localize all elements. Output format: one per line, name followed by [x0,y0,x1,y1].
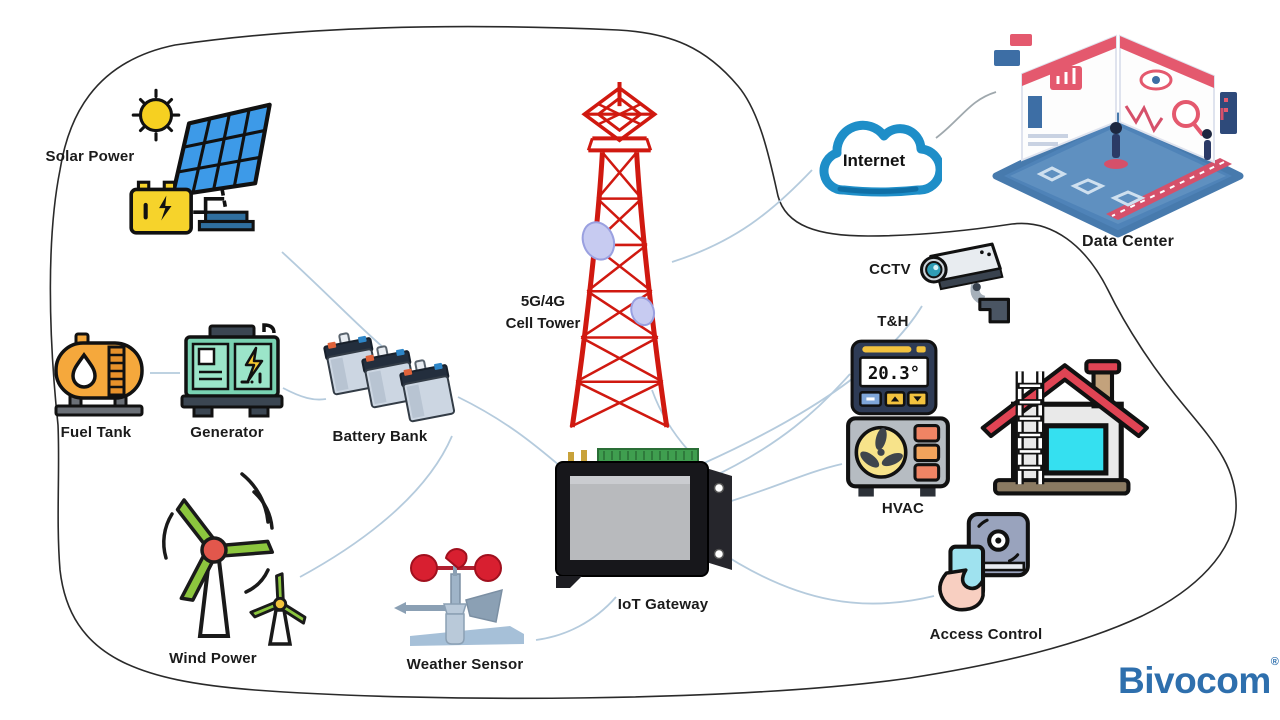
hvac-icon [846,416,950,497]
hand [938,568,985,612]
site-boundary-outline [49,25,1237,700]
sun-icon [131,88,181,142]
th-label: T&H [877,313,909,330]
weather-sensor-label: Weather Sensor [406,656,524,673]
registered-mark: ® [1270,656,1279,668]
house-icon [980,359,1149,496]
data-center-icon [992,34,1244,238]
solar-panel [170,102,272,232]
connector-lines [150,91,997,641]
terminal-block [597,448,699,463]
bivocom-logo-text: Bivocom [1118,660,1271,701]
small-turbine-blades [249,572,307,625]
internet-label: Internet [842,151,906,170]
link-generator-battery [282,387,327,401]
cctv-label: CCTV [869,261,911,278]
iot-gateway-label: IoT Gateway [617,596,709,613]
access-control-label: Access Control [929,626,1043,643]
cctv-camera-icon [920,242,1010,324]
generator-icon [180,323,284,418]
antenna-dish [581,221,616,261]
link-solar-battery [281,251,385,349]
data-center-label: Data Center [1081,233,1175,250]
house-window [1043,423,1109,476]
solar-power-label: Solar Power [45,148,135,165]
battery-bank-icon [322,328,457,423]
cell-tower-label-line2: Cell Tower [505,314,581,332]
wind-motion-arcs [162,472,274,594]
thermostat-reading: 20.3° [868,364,920,384]
link-weather-gateway [535,596,617,641]
battery-icon [129,180,225,235]
wind-power-label: Wind Power [169,650,257,667]
ladder [1015,371,1045,485]
anemometer-cups [410,548,502,582]
link-gateway-access [713,547,935,605]
link-tower-internet [671,169,813,263]
battery-bank-label: Battery Bank [332,428,428,445]
antenna-dish [630,296,656,327]
link-wind-battery [299,435,453,578]
wind-power-icon [162,472,307,646]
fan-blades-icon [860,427,903,468]
cell-tower-icon [569,82,670,429]
th-thermostat-icon: 20.3° [850,339,938,416]
hvac-label: HVAC [881,500,925,517]
bivocom-logo: Bivocom® [1118,656,1279,702]
generator-label: Generator [190,424,264,441]
cell-tower-label: 5G/4G Cell Tower [506,291,581,335]
link-battery-gateway [457,396,561,467]
gateway-screen [570,476,690,560]
access-control-icon [938,512,1030,612]
fuel-tank-icon [54,332,144,417]
fuel-drop [71,352,97,389]
weather-sensor-icon [394,548,524,646]
cell-tower-label-line1: 5G/4G [520,293,566,310]
fuel-tank-label: Fuel Tank [60,424,132,441]
solar-power-icon [129,88,272,235]
internet-cloud-icon [819,120,942,197]
link-gateway-th [705,373,851,481]
iot-gateway-icon [555,448,732,588]
large-turbine-blades [175,498,275,602]
house-roof [980,363,1149,439]
link-internet-datacenter [935,91,997,139]
